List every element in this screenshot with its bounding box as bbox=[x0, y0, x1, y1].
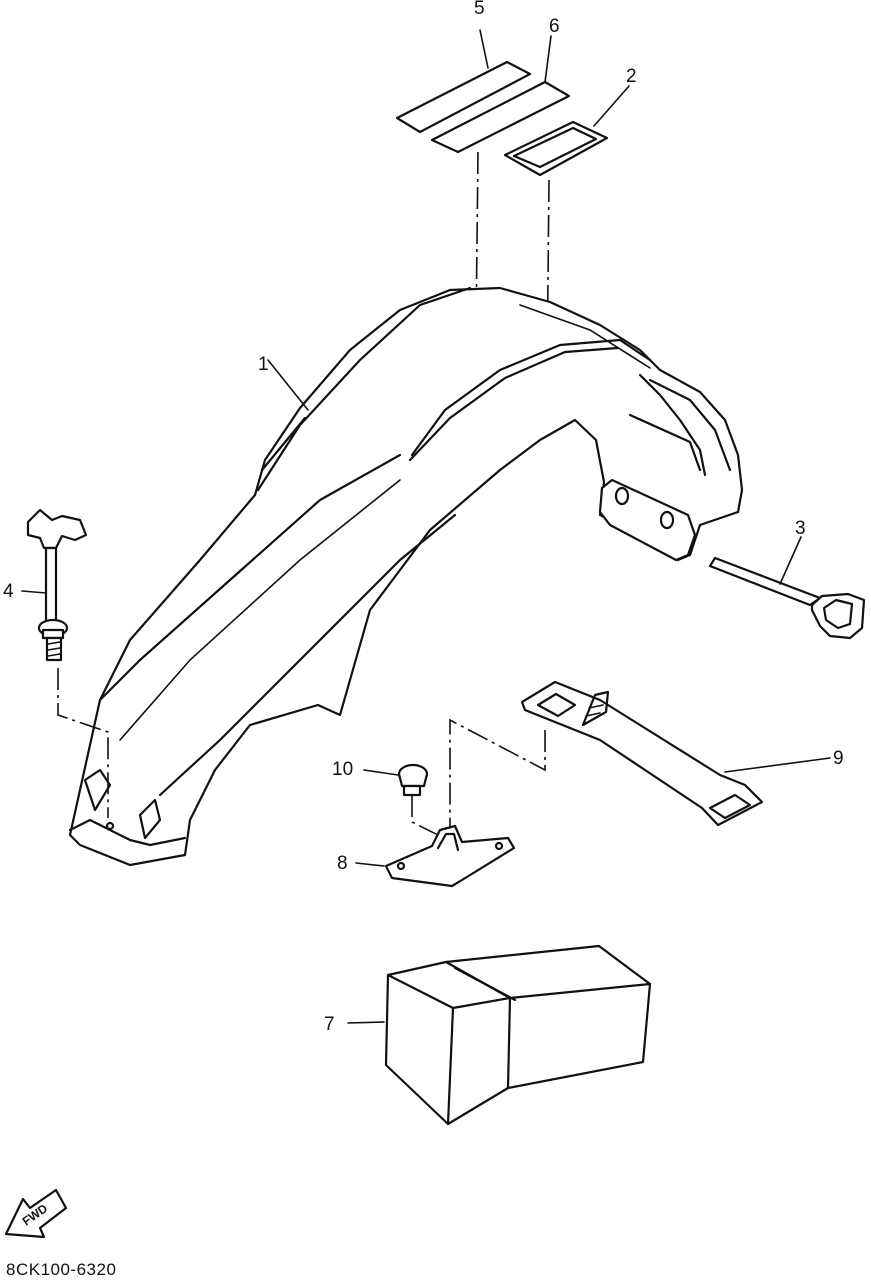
callout-3: 3 bbox=[795, 518, 806, 539]
callout-9: 9 bbox=[833, 748, 844, 769]
strap-9 bbox=[520, 680, 831, 827]
bracket-8 bbox=[355, 824, 516, 888]
leader-strap bbox=[449, 718, 546, 865]
decal-5 bbox=[395, 29, 532, 134]
rear-fender-1 bbox=[68, 286, 744, 867]
diagram-code: 8CK100-6320 bbox=[6, 1260, 116, 1279]
callout-10: 10 bbox=[332, 759, 353, 780]
hook-rod-3 bbox=[708, 536, 866, 640]
nut-10 bbox=[363, 763, 449, 841]
callout-1: 1 bbox=[258, 354, 269, 375]
emblem-2 bbox=[503, 85, 630, 177]
callout-7: 7 bbox=[324, 1014, 335, 1035]
callout-2: 2 bbox=[626, 66, 637, 87]
callout-5: 5 bbox=[474, 0, 485, 19]
callout-4: 4 bbox=[3, 581, 14, 602]
fwd-arrow-icon: FWD bbox=[4, 1188, 68, 1239]
callout-8: 8 bbox=[337, 853, 348, 874]
case-7 bbox=[347, 944, 652, 1126]
callout-6: 6 bbox=[549, 16, 560, 37]
decal-6 bbox=[430, 35, 571, 154]
wing-bolt-4 bbox=[21, 508, 109, 818]
